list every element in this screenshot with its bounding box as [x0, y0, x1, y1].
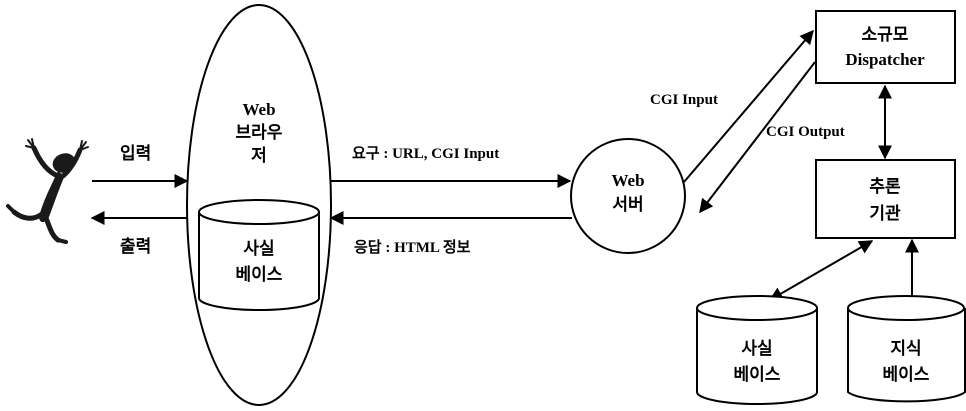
knowledge-db-line1: 지식: [890, 339, 921, 358]
engine-line1: 추론: [869, 177, 901, 196]
knowledge-db-line2: 베이스: [883, 365, 930, 384]
response-label: 응답 : HTML 정보: [354, 238, 471, 256]
fact-db-line1: 사실: [741, 339, 772, 358]
browser-title-line1: Web: [242, 100, 275, 119]
browser-fact-database: 사실 베이스: [198, 199, 320, 311]
server-line1: Web: [611, 171, 644, 190]
dispatcher-line2: Dispatcher: [845, 50, 925, 69]
cgi-input-arrow: [683, 29, 814, 183]
fact-database: 사실 베이스: [696, 295, 818, 405]
input-label: 입력: [120, 144, 151, 163]
browser-title-line3: 저: [251, 146, 267, 165]
engine-line2: 기관: [869, 204, 901, 223]
browser-db-line2: 베이스: [236, 265, 283, 284]
dancing-person-icon: [6, 138, 89, 244]
browser-title-line2: 브라우: [236, 123, 283, 142]
request-label: 요구 : URL, CGI Input: [352, 145, 499, 162]
cgi-output-label: CGI Output: [766, 124, 845, 140]
dispatcher-box: [815, 10, 956, 84]
output-label: 출력: [120, 237, 151, 256]
fact-db-line2: 베이스: [734, 365, 781, 384]
knowledge-database: 지식 베이스: [847, 295, 966, 403]
cgi-output-arrow: [699, 61, 816, 214]
inference-engine-box: [815, 159, 956, 239]
factdb-engine-arrow: [768, 240, 874, 301]
cgi-input-label: CGI Input: [650, 92, 718, 108]
dispatcher-line1: 소규모: [862, 25, 909, 44]
server-line2: 서버: [612, 195, 643, 214]
browser-db-line1: 사실: [243, 239, 274, 258]
web-server-circle: [570, 138, 686, 254]
